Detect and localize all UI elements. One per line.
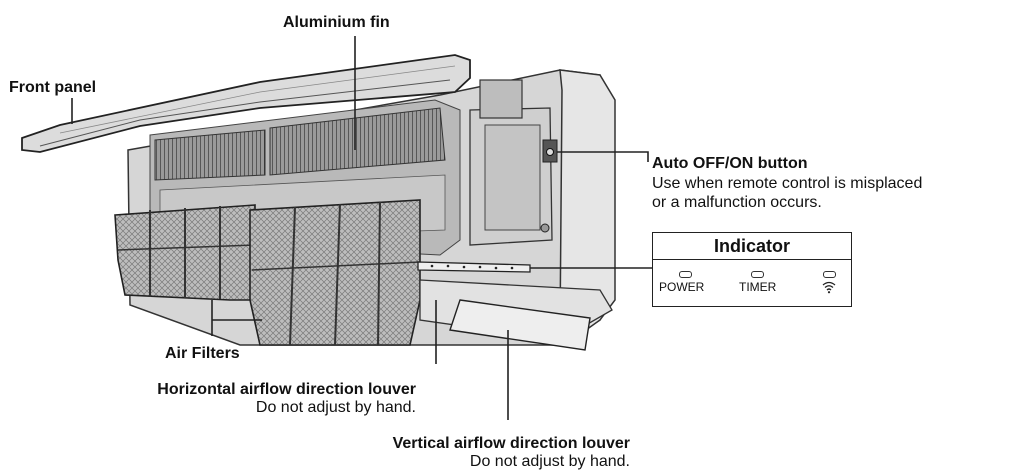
timer-label: TIMER — [739, 280, 777, 294]
wifi-led-icon — [823, 271, 836, 278]
label-horizontal-louver-note: Do not adjust by hand. — [255, 399, 416, 416]
label-auto-button-desc-2: or a malfunction occurs. — [652, 194, 822, 211]
power-label: POWER — [659, 280, 705, 294]
label-air-filters: Air Filters — [165, 345, 240, 362]
label-auto-button-desc-1: Use when remote control is misplaced — [652, 175, 923, 192]
label-aluminium-fin: Aluminium fin — [283, 14, 390, 31]
power-led-icon — [679, 271, 692, 278]
side-panel — [559, 69, 616, 347]
label-auto-button: Auto OFF/ON button — [652, 155, 808, 172]
wifi-icon — [822, 281, 836, 294]
indicator-title: Indicator — [653, 233, 851, 260]
timer-led-icon — [751, 271, 764, 278]
label-vertical-louver-note: Do not adjust by hand. — [469, 453, 630, 470]
label-vertical-louver: Vertical airflow direction louver — [392, 435, 630, 452]
air-filter-right — [249, 199, 421, 346]
label-horizontal-louver: Horizontal airflow direction louver — [157, 381, 416, 398]
aluminium-fin — [154, 129, 266, 181]
vertical-louver-flap — [449, 299, 591, 351]
indicator-panel: Indicator POWER TIMER — [652, 232, 852, 307]
leader-auto-button — [557, 151, 649, 162]
label-front-panel: Front panel — [9, 79, 97, 96]
